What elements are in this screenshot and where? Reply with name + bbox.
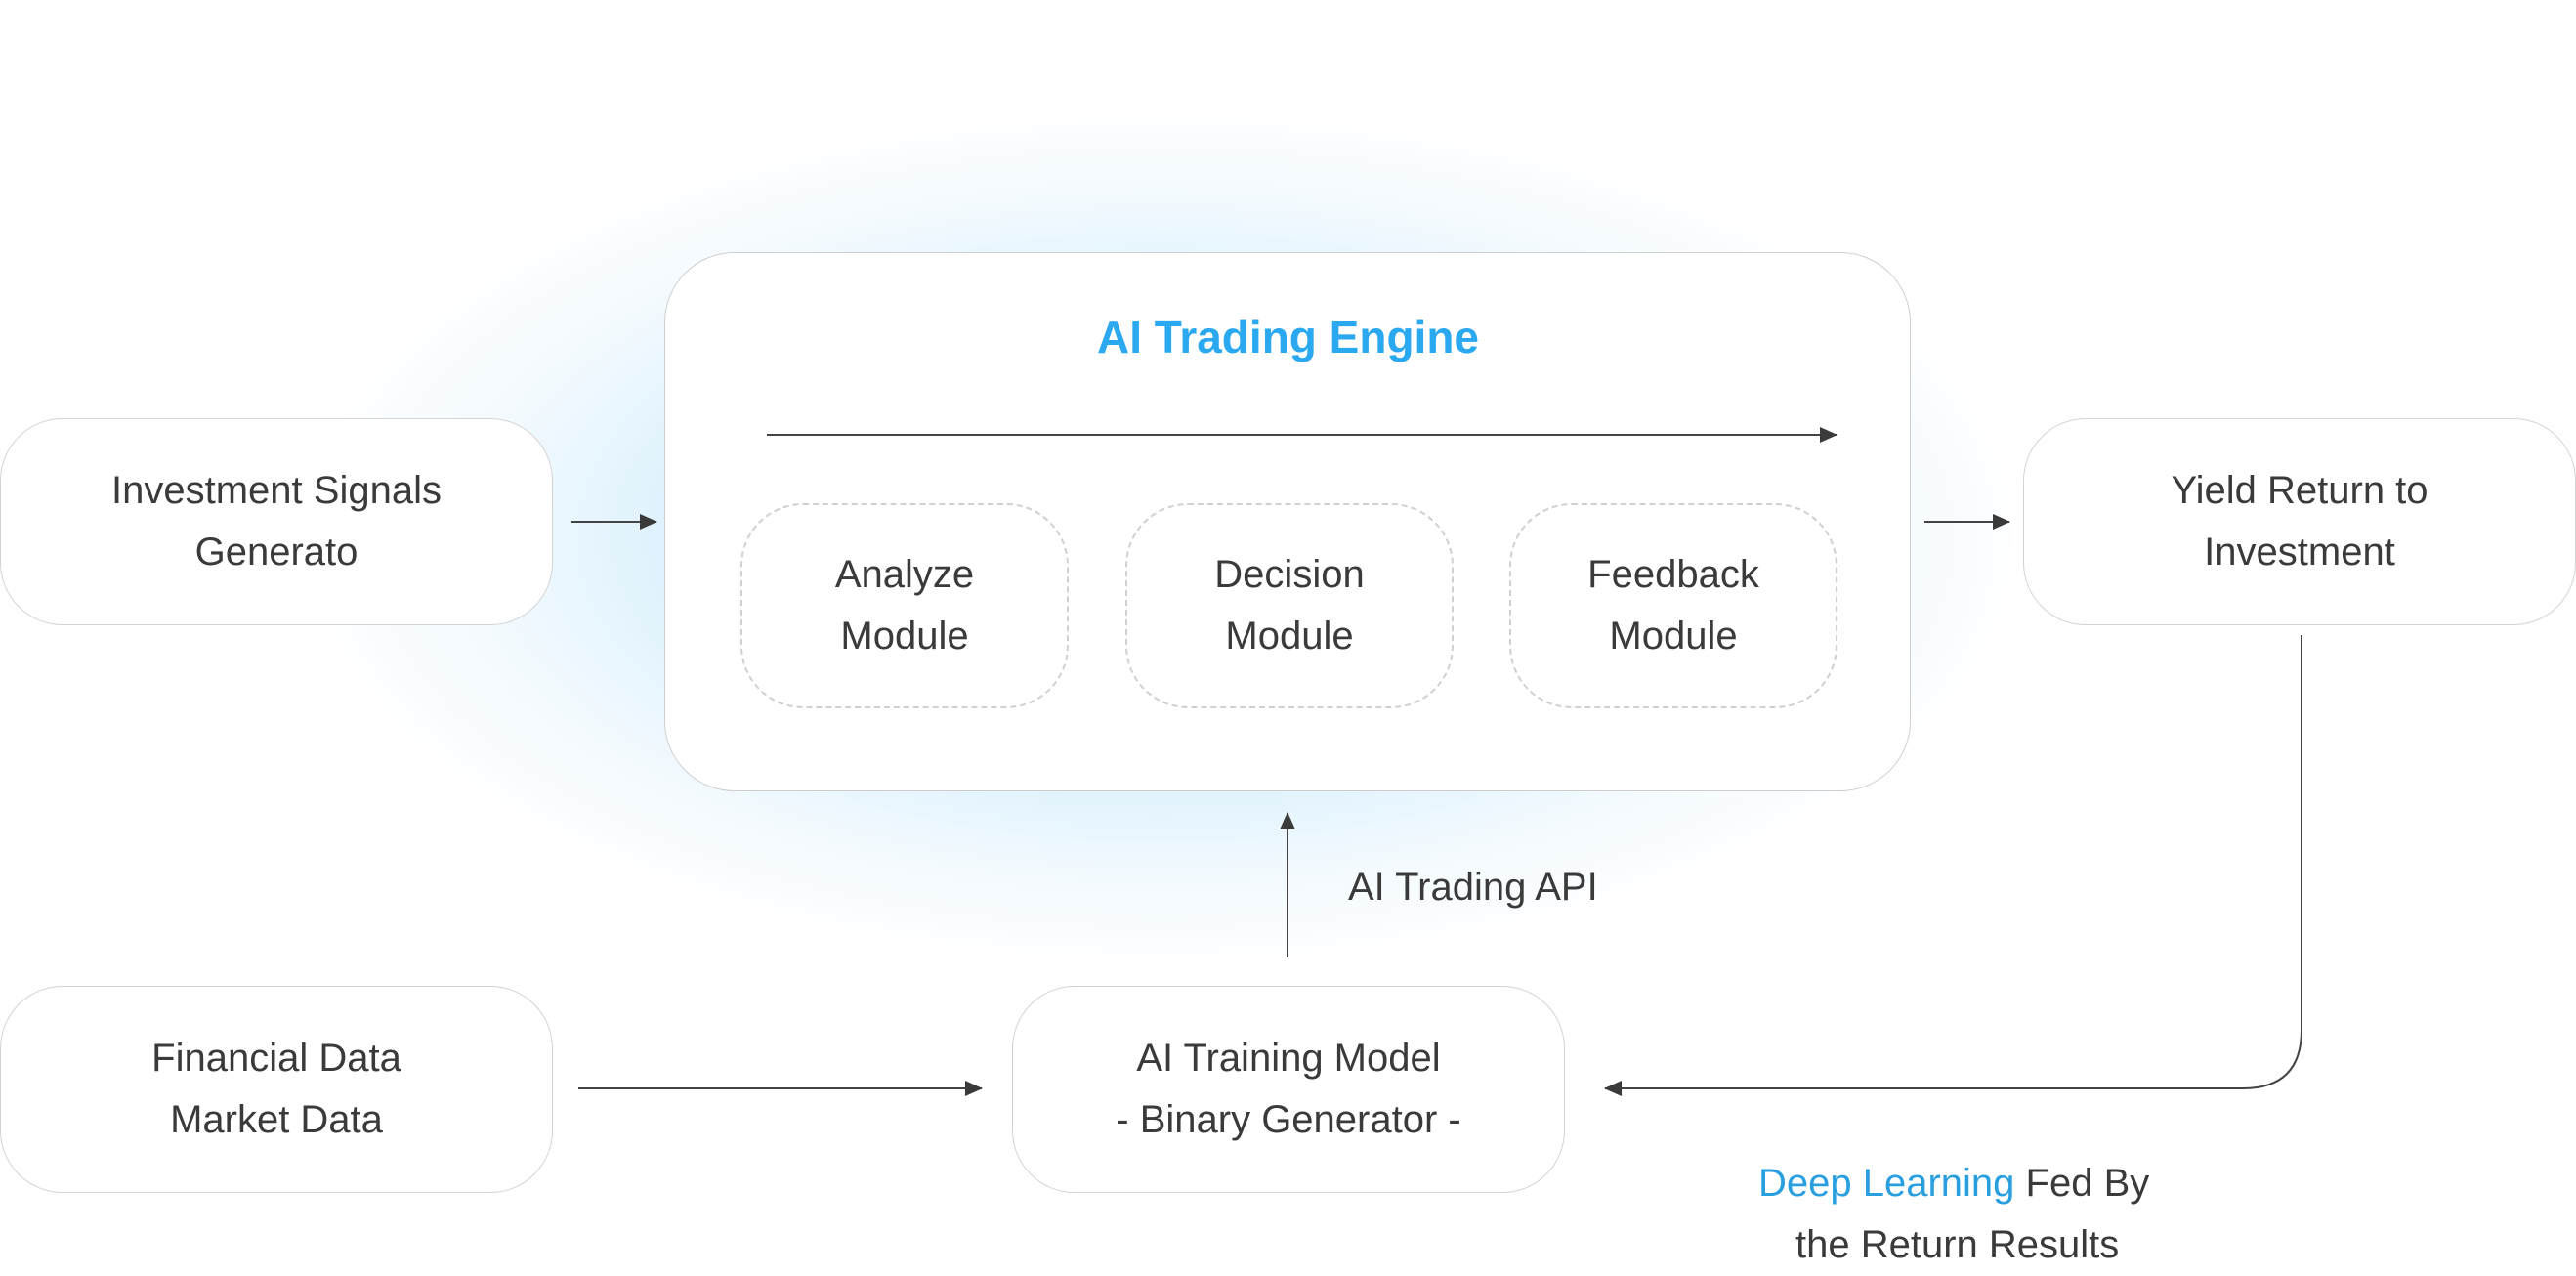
analyze-module-line1: Analyze [834,553,975,596]
ai-training-model-node: AI Training Model - Binary Generator - [1012,986,1565,1193]
engine-title: AI Trading Engine [1096,312,1480,362]
analyze-module-line2: Module [840,615,969,658]
ai-training-model-line2: - Binary Generator - [1116,1098,1461,1141]
investment-signals-line1: Investment Signals [111,469,442,512]
yield-return-node: Yield Return to Investment [2023,418,2576,625]
investment-signals-node: Investment Signals Generato [0,418,553,625]
ai-trading-api-label: AI Trading API [1348,866,1598,909]
yield-return-line2: Investment [2204,531,2395,574]
deep-learning-fed-by: Fed By [2014,1162,2150,1205]
yield-feedback-arrow [1604,635,2302,1096]
financial-data-node: Financial Data Market Data [0,986,553,1193]
feedback-module: Feedback Module [1509,503,1837,708]
feedback-module-line2: Module [1609,615,1738,658]
deep-learning-highlight: Deep Learning [1758,1162,2015,1205]
decision-module: Decision Module [1125,503,1454,708]
decision-module-line1: Decision [1214,553,1365,596]
financial-data-line2: Market Data [170,1098,383,1141]
feedback-module-line1: Feedback [1587,553,1759,596]
analyze-module: Analyze Module [740,503,1069,708]
decision-module-line2: Module [1225,615,1354,658]
deep-learning-line2: the Return Results [1795,1223,2120,1266]
deep-learning-caption: Deep Learning Fed By the Return Results [1758,1153,2364,1276]
yield-return-line1: Yield Return to [2171,469,2428,512]
ai-training-model-line1: AI Training Model [1136,1037,1441,1080]
financial-data-line1: Financial Data [151,1037,401,1080]
investment-signals-line2: Generato [194,531,359,574]
